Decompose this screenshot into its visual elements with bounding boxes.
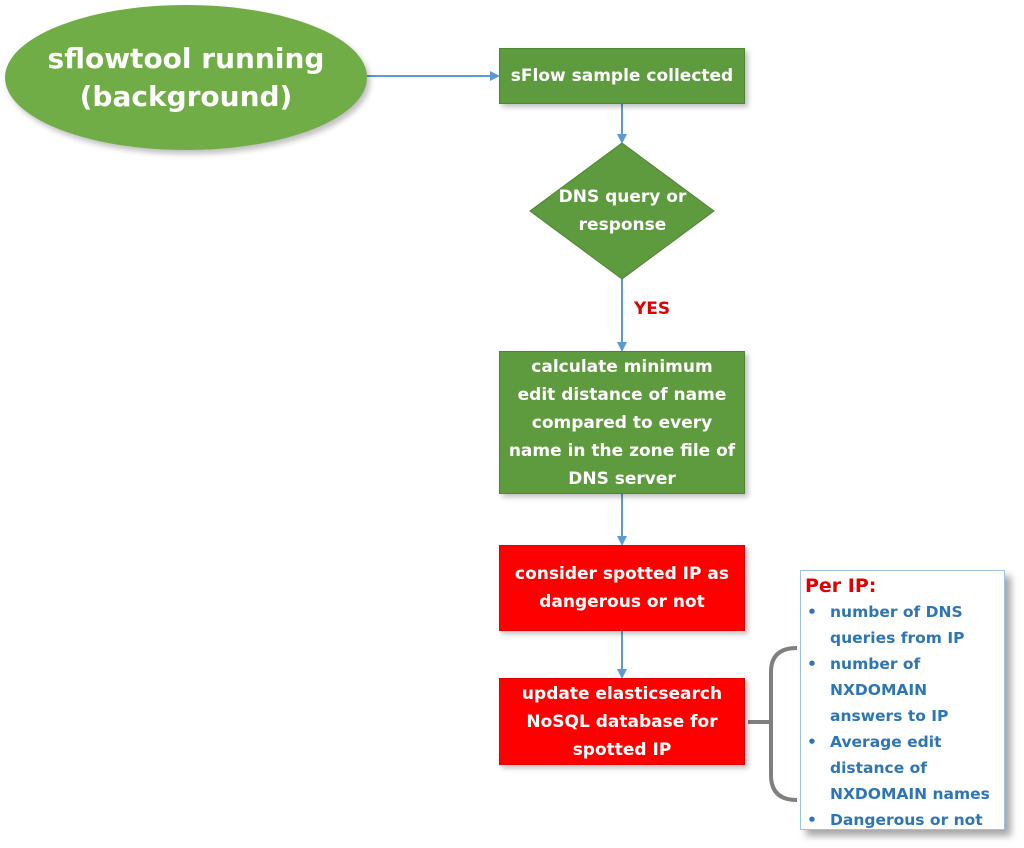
consider-label-line2: dangerous or not bbox=[539, 592, 705, 612]
calculate-label-line2: edit distance of name bbox=[517, 384, 727, 405]
info-panel-list: • number of DNS queries from IP • number… bbox=[805, 599, 1004, 833]
list-item: • number of NXDOMAIN answers to IP bbox=[805, 651, 1004, 729]
decision-label-line1: DNS query or bbox=[558, 187, 687, 207]
calculate-label-line3: compared to every bbox=[531, 412, 713, 433]
calculate-label-line1: calculate minimum bbox=[531, 356, 713, 377]
list-item-line: NXDOMAIN bbox=[830, 681, 928, 699]
yes-branch-label: YES bbox=[634, 299, 671, 319]
decision-label: DNS query or response bbox=[531, 182, 714, 240]
list-item: • Dangerous or not bbox=[805, 807, 1004, 833]
bullet-icon: • bbox=[807, 603, 817, 621]
consider-step-box: consider spotted IP as dangerous or not bbox=[499, 545, 745, 631]
start-label-line1: sflowtool running bbox=[47, 41, 325, 75]
calculate-label-line4: name in the zone file of bbox=[508, 440, 736, 461]
list-item: • Average edit distance of NXDOMAIN name… bbox=[805, 729, 1004, 807]
bullet-icon: • bbox=[807, 655, 817, 673]
list-item-line: answers to IP bbox=[830, 707, 949, 725]
list-item-line: queries from IP bbox=[830, 629, 965, 647]
update-label-line1: update elasticsearch bbox=[521, 683, 723, 704]
calculate-label-line5: DNS server bbox=[568, 468, 676, 489]
start-label-line2: (background) bbox=[79, 79, 293, 113]
calculate-step-box: calculate minimum edit distance of name … bbox=[499, 351, 745, 494]
list-item-line: number of bbox=[830, 655, 921, 673]
decision-label-line2: response bbox=[578, 215, 667, 235]
bullet-icon: • bbox=[807, 811, 817, 829]
start-ellipse: sflowtool running (background) bbox=[5, 5, 367, 150]
list-item-line: Average edit bbox=[830, 733, 942, 751]
bullet-icon: • bbox=[807, 733, 817, 751]
decision-diamond bbox=[529, 142, 715, 280]
consider-label-line1: consider spotted IP as bbox=[515, 564, 729, 584]
list-item-line: NXDOMAIN names bbox=[830, 785, 990, 803]
per-ip-info-panel: Per IP: • number of DNS queries from IP … bbox=[800, 570, 1005, 830]
update-label-line3: spotted IP bbox=[572, 739, 672, 760]
info-panel-title: Per IP: bbox=[805, 575, 877, 597]
collect-step-label: sFlow sample collected bbox=[510, 66, 734, 86]
collect-step-box: sFlow sample collected bbox=[499, 48, 745, 104]
list-item-line: number of DNS bbox=[830, 603, 963, 621]
list-item-line: Dangerous or not bbox=[830, 811, 983, 829]
list-item-line: distance of bbox=[830, 759, 928, 777]
update-label-line2: NoSQL database for bbox=[526, 711, 718, 732]
list-item: • number of DNS queries from IP bbox=[805, 599, 1004, 651]
curly-bracket bbox=[769, 646, 798, 802]
update-step-box: update elasticsearch NoSQL database for … bbox=[499, 678, 745, 765]
